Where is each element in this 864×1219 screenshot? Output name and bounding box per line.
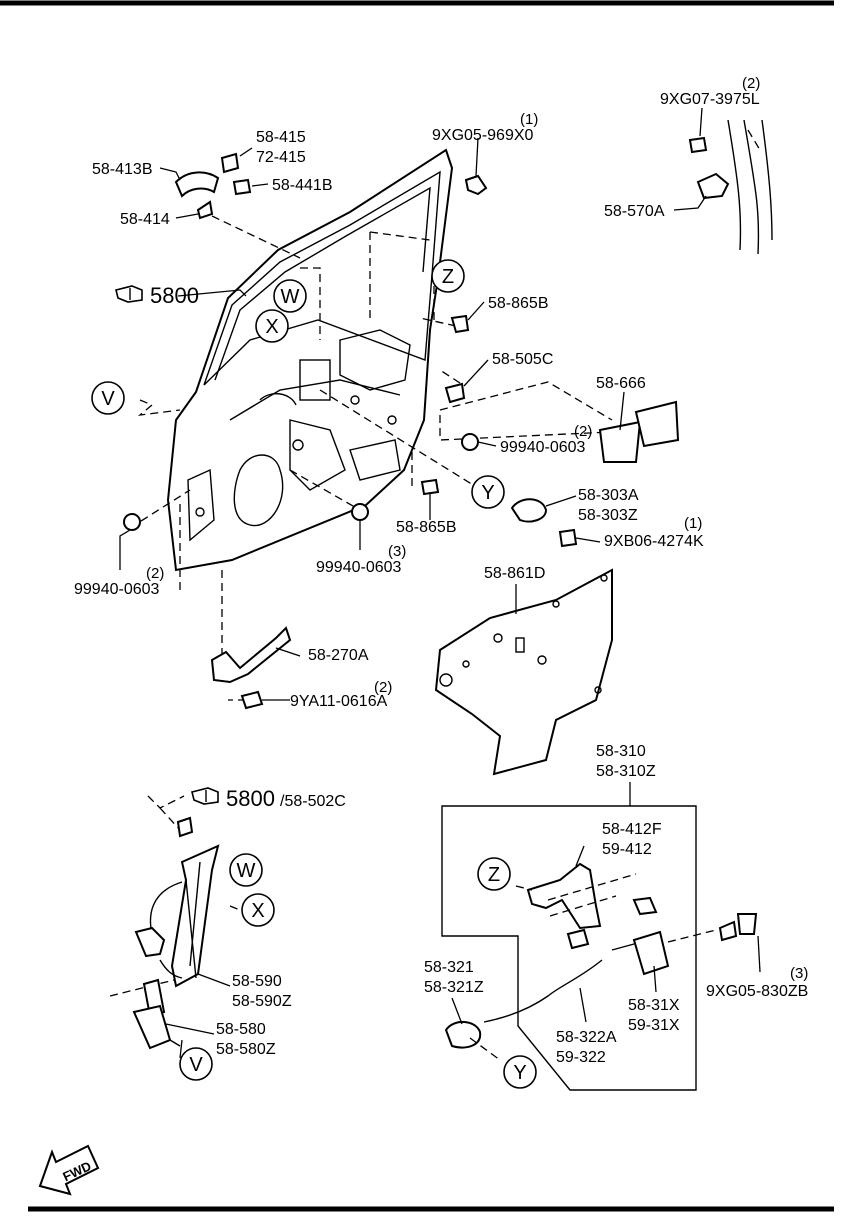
callout-z-bottom: Z (477, 857, 511, 891)
label-58-580: 58-580 (216, 1021, 266, 1038)
callout-y-bottom: Y (503, 1055, 537, 1089)
part-58-413b (174, 171, 220, 198)
label-72-415: 72-415 (256, 149, 306, 166)
part-9xg05-969x0 (464, 174, 488, 196)
svg-text:Y: Y (513, 1062, 526, 1084)
label-58-310: 58-310 (596, 743, 646, 760)
label-58-412f: 58-412F (602, 821, 662, 838)
part-58-865b-low (420, 478, 440, 496)
label-58-570a: 58-570A (604, 203, 665, 220)
svg-text:V: V (101, 388, 115, 410)
svg-text:Z: Z (488, 864, 500, 886)
label-58-31x: 58-31X (628, 997, 680, 1014)
label-9xb06-4274k: 9XB06-4274K (604, 533, 704, 550)
latch-box (441, 805, 758, 1091)
label-58-310z: 58-310Z (596, 763, 656, 780)
callout-x-top: X (255, 309, 289, 343)
label-58-303a: 58-303A (578, 487, 639, 504)
callout-x-bottom: X (241, 893, 275, 927)
part-99940-0603-right (461, 433, 479, 451)
label-ref-58-502c: /58-502C (280, 793, 346, 810)
label-99940-0603-mid: 99940-0603 (316, 559, 402, 576)
part-58-861d-sheet (434, 568, 613, 776)
svg-text:Y: Y (481, 482, 494, 504)
svg-text:X: X (251, 900, 264, 922)
regulator-assembly (109, 795, 241, 1050)
leader-lines (119, 107, 761, 1059)
reference-hand-icon (115, 285, 143, 303)
label-59-412: 59-412 (602, 841, 652, 858)
label-59-31x: 59-31X (628, 1017, 680, 1034)
label-9ya11-0616a: 9YA11-0616A (290, 693, 388, 710)
top-dashed-leaders (129, 215, 613, 701)
callout-y-top: Y (471, 475, 505, 509)
label-99940-0603-right: 99940-0603 (500, 439, 586, 456)
part-58-303a (510, 498, 548, 523)
label-9xg07-3975l: 9XG07-3975L (660, 91, 760, 108)
label-9xg05-830zb: 9XG05-830ZB (706, 983, 808, 1000)
fwd-arrow-icon: FWD (38, 1144, 100, 1196)
reference-hand-icon (191, 787, 219, 805)
part-58-270a (210, 626, 292, 684)
label-ref-5800-b: 5800 (226, 786, 275, 811)
label-58-590: 58-590 (232, 973, 282, 990)
label-58-861d: 58-861D (484, 565, 545, 582)
label-58-321: 58-321 (424, 959, 474, 976)
svg-text:W: W (281, 286, 300, 308)
label-9ya11-0616a-qty: (2) (374, 679, 392, 696)
svg-text:V: V (189, 1054, 203, 1076)
label-58-590z: 58-590Z (232, 993, 292, 1010)
label-58-505c: 58-505C (492, 351, 553, 368)
label-58-413b: 58-413B (92, 161, 153, 178)
part-58-666-mirror-glass (634, 400, 680, 448)
svg-text:Z: Z (442, 266, 454, 288)
part-58-865b-top (450, 314, 470, 334)
label-59-322: 59-322 (556, 1049, 606, 1066)
label-ref-5800: 5800 (150, 283, 199, 308)
callout-v-top: V (91, 381, 125, 415)
callout-z-top: Z (431, 259, 465, 293)
part-58-415 (220, 152, 240, 174)
label-58-865b-top: 58-865B (488, 295, 549, 312)
label-58-415: 58-415 (256, 129, 306, 146)
part-9xb06-4274k (558, 528, 578, 548)
label-58-303z: 58-303Z (578, 507, 638, 524)
callout-v-bottom: V (179, 1047, 213, 1081)
svg-text:W: W (237, 860, 256, 882)
part-58-666-mirror-base (598, 420, 642, 463)
callout-w-bottom: W (229, 853, 263, 887)
label-99940-0603-left: 99940-0603 (74, 581, 160, 598)
label-9xg05-969x0-qty: (1) (520, 111, 538, 128)
label-9xb06-4274k-qty: (1) (684, 515, 702, 532)
label-58-580z: 58-580Z (216, 1041, 276, 1058)
label-99940-0603-right-qty: (2) (574, 423, 592, 440)
part-58-505c (444, 382, 466, 404)
callout-w-top: W (273, 279, 307, 313)
part-58-441b (232, 178, 252, 196)
label-58-270a: 58-270A (308, 647, 369, 664)
part-99940-0603-mid (351, 503, 369, 521)
label-58-666: 58-666 (596, 375, 646, 392)
svg-text:X: X (265, 316, 278, 338)
label-99940-0603-mid-qty: (3) (388, 543, 406, 560)
label-9xg05-969x0: 9XG05-969X0 (432, 127, 534, 144)
label-58-865b-low: 58-865B (396, 519, 457, 536)
label-9xg05-830zb-qty: (3) (790, 965, 808, 982)
label-58-441b: 58-441B (272, 177, 333, 194)
label-99940-0603-left-qty: (2) (146, 565, 164, 582)
part-58-414 (196, 200, 214, 220)
label-58-321z: 58-321Z (424, 979, 484, 996)
part-99940-0603-left (123, 513, 141, 531)
label-58-414: 58-414 (120, 211, 170, 228)
label-9xg07-3975l-qty: (2) (742, 75, 760, 92)
label-58-322a: 58-322A (556, 1029, 617, 1046)
part-58-570a-area (688, 119, 773, 255)
part-9ya11-0616a (240, 690, 264, 710)
